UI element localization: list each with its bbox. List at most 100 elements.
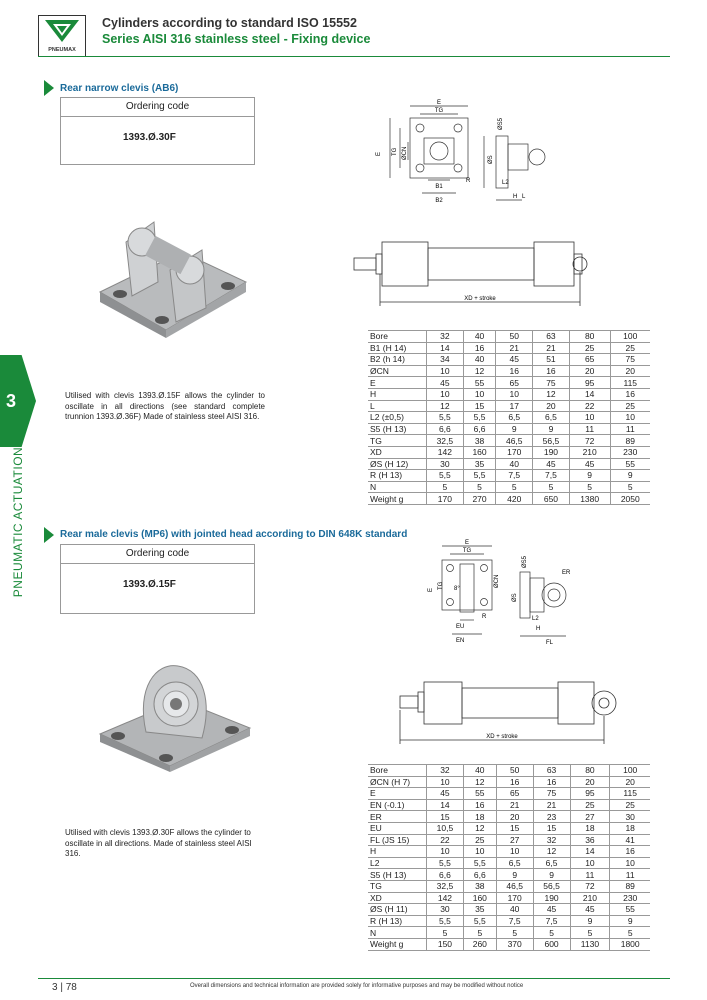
table-cell: 65: [496, 787, 534, 800]
table-cell: 6,6: [426, 868, 464, 881]
row-label: ER: [368, 810, 427, 823]
table-cell: 51: [532, 353, 570, 366]
table-cell: 11: [610, 423, 650, 436]
table-cell: 6,6: [463, 868, 497, 881]
row-label: R (H 13): [368, 469, 427, 482]
table-cell: 55: [463, 787, 497, 800]
table-cell: 21: [496, 799, 534, 812]
table-cell: 5: [426, 926, 464, 939]
table-cell: 45: [532, 458, 570, 471]
section1-title: Rear narrow clevis (AB6): [60, 83, 179, 94]
footer-note: Overall dimensions and technical informa…: [190, 983, 524, 989]
table-cell: 6,5: [495, 411, 534, 424]
table-cell: 38: [463, 880, 497, 893]
table-cell: 142: [426, 446, 464, 459]
table-cell: 10: [426, 388, 464, 401]
row-label: R (H 13): [368, 915, 427, 928]
table-cell: 1800: [609, 938, 650, 951]
table-cell: 16: [533, 776, 571, 789]
table-cell: 18: [609, 822, 650, 835]
table-cell: 56,5: [532, 434, 570, 447]
dim-TG-side: TG: [392, 147, 398, 156]
table-cell: 25: [569, 342, 611, 355]
table-cell: 6,5: [532, 411, 570, 424]
section1-product-photo: [98, 221, 248, 338]
table-cell: 65: [569, 353, 611, 366]
table-cell: 10: [426, 365, 464, 378]
table-cell: 11: [569, 423, 611, 436]
table-cell: 55: [463, 376, 497, 389]
dim-E-side: E: [376, 152, 382, 156]
table-cell: 5,5: [463, 915, 497, 928]
table-cell: 95: [570, 787, 611, 800]
table-cell: 25: [570, 799, 611, 812]
table-cell: 260: [463, 938, 497, 951]
table-cell: 89: [609, 880, 650, 893]
table-cell: 5: [569, 481, 611, 494]
row-label: N: [368, 481, 427, 494]
section2-dimension-drawing: E TG 8° EU EN R E TG ØCN ØS5 ØS ER L2 H …: [428, 540, 571, 646]
row-label: S5 (H 13): [368, 423, 427, 436]
row-label: EN (-0.1): [368, 799, 427, 812]
section-arrow-icon: [44, 527, 54, 543]
table-cell: 21: [495, 342, 534, 355]
table-cell: 230: [610, 446, 650, 459]
header-divider: [38, 56, 670, 57]
table-cell: 160: [463, 446, 497, 459]
table-cell: 55: [609, 903, 650, 916]
table-cell: 5,5: [426, 857, 464, 870]
dim-E: E: [437, 100, 441, 106]
table-cell: 15: [426, 810, 464, 823]
table-cell: 115: [609, 787, 650, 800]
table-cell: 40: [496, 903, 534, 916]
row-label: B1 (H 14): [368, 342, 427, 355]
row-label: N: [368, 926, 427, 939]
table-cell: 34: [426, 353, 464, 366]
table-cell: 16: [463, 799, 497, 812]
section1-dimension-drawing: E TG B1 B2 R E TG ØCN ØS5 ØS L2 H L: [376, 100, 546, 204]
section2-description: Utilised with clevis 1393.Ø.30F allows t…: [65, 828, 252, 858]
table-cell: 5,5: [426, 469, 464, 482]
table-cell: 16: [463, 342, 497, 355]
table-cell: 6,5: [533, 857, 571, 870]
table-cell: 15: [533, 822, 571, 835]
table-cell: 40: [495, 458, 534, 471]
table-cell: 10: [569, 411, 611, 424]
table-cell: 5: [463, 481, 497, 494]
table-cell: 1380: [569, 492, 611, 505]
table-cell: 95: [569, 376, 611, 389]
row-label: Bore: [368, 330, 427, 343]
table-cell: 22: [569, 400, 611, 413]
table-cell: 9: [570, 915, 611, 928]
row-label: ØCN: [368, 365, 427, 378]
table-cell: 23: [533, 810, 571, 823]
section1-ordering-box: Ordering code 1393.Ø.30F: [60, 97, 255, 165]
table-cell: 14: [426, 799, 464, 812]
chapter-label: PNEUMATIC ACTUATION: [11, 446, 25, 598]
table-cell: 190: [533, 892, 571, 905]
table-cell: 370: [496, 938, 534, 951]
table-cell: 6,6: [426, 423, 464, 436]
table-cell: 63: [533, 764, 571, 777]
table-cell: 72: [570, 880, 611, 893]
dim-L2: L2: [532, 616, 539, 622]
dim-B1: B1: [435, 184, 443, 190]
table-cell: 46,5: [496, 880, 534, 893]
table-cell: 20: [570, 776, 611, 789]
table-cell: 9: [533, 868, 571, 881]
table-cell: 17: [495, 400, 534, 413]
row-label: Weight g: [368, 938, 427, 951]
